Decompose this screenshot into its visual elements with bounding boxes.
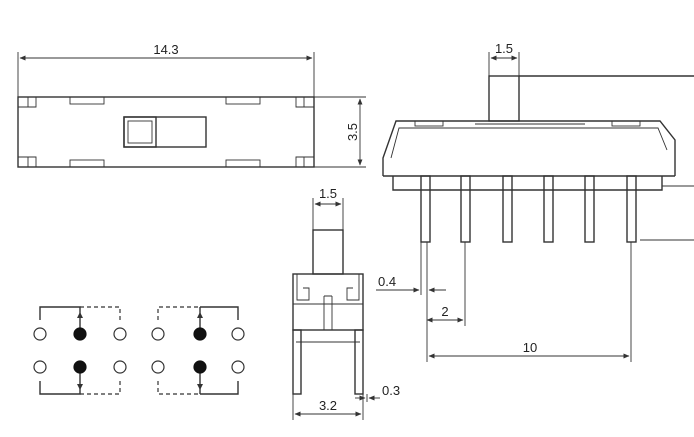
end-leg	[292, 329, 302, 395]
slider-actuator-inner	[127, 120, 153, 144]
dimension-label-pin-width: 0.3	[382, 383, 400, 398]
corner-notch	[303, 156, 314, 167]
dimension-label-pin-thickness: 0.4	[378, 274, 396, 289]
side-pin	[502, 175, 513, 243]
pin-group-right	[151, 306, 245, 395]
pin-group-left	[33, 306, 127, 395]
edge-tab	[69, 96, 105, 105]
side-body-housing	[382, 120, 676, 176]
side-base	[392, 176, 663, 191]
edge-tab	[225, 96, 261, 105]
pin-open	[33, 360, 47, 374]
end-actuator	[312, 229, 344, 275]
pin-common	[193, 360, 207, 374]
corner-notch	[28, 97, 37, 108]
pin-open	[33, 327, 47, 341]
edge-tab	[69, 159, 105, 168]
corner-notch	[303, 97, 314, 108]
corner-notch	[295, 156, 304, 167]
side-actuator	[488, 75, 520, 122]
pin-common	[193, 327, 207, 341]
dimension-label-actuator: 1.5	[495, 41, 513, 56]
dimension-label-end-actuator: 1.5	[319, 186, 337, 201]
corner-notch	[295, 97, 304, 108]
side-view: 1.5 0.4 2 10	[376, 41, 694, 362]
pin-layout	[33, 306, 245, 395]
slider-window	[123, 116, 207, 148]
side-pin	[626, 175, 637, 243]
side-pin	[420, 175, 431, 243]
pin-open	[231, 327, 245, 341]
end-leg	[354, 329, 364, 395]
dimension-label-height: 3.5	[345, 123, 360, 141]
pin-open	[151, 360, 165, 374]
pin-open	[151, 327, 165, 341]
slider-actuator	[123, 116, 157, 148]
pin-open	[231, 360, 245, 374]
dimension-label-span: 10	[523, 340, 537, 355]
dimension-label-end-width: 3.2	[319, 398, 337, 413]
side-pin	[584, 175, 595, 243]
end-view: 1.5 3.2 0.3	[292, 186, 400, 420]
top-view: 14.3 3.5	[17, 42, 366, 168]
side-pin	[460, 175, 471, 243]
dimension-label-pitch: 2	[441, 304, 448, 319]
top-view-body	[17, 96, 315, 168]
pin-common	[73, 327, 87, 341]
pin-open	[113, 327, 127, 341]
end-housing	[292, 273, 364, 331]
corner-notch	[18, 97, 29, 108]
dimension-label-length: 14.3	[153, 42, 178, 57]
edge-tab	[225, 159, 261, 168]
corner-notch	[18, 156, 29, 167]
side-pin	[543, 175, 554, 243]
corner-notch	[28, 156, 37, 167]
pin-common	[73, 360, 87, 374]
pin-open	[113, 360, 127, 374]
